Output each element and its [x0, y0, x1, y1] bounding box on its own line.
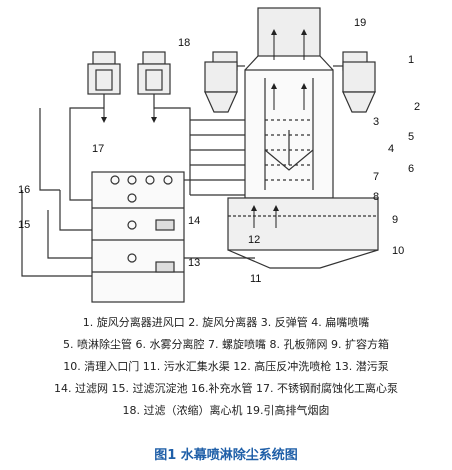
- sedimentation-tank: [91, 171, 185, 303]
- spray-tower: [244, 69, 334, 199]
- callout-16: 16: [18, 184, 30, 196]
- spray-pipes: [184, 112, 313, 196]
- legend-line: 14. 过滤网 15. 过滤沉淀池 16.补充水管 17. 不锈钢耐腐蚀化工离心…: [54, 382, 398, 395]
- callout-3: 3: [373, 116, 379, 128]
- callout-4: 4: [388, 143, 394, 155]
- callout-10: 10: [392, 245, 404, 257]
- figure-caption: 图1 水幕喷淋除尘系统图: [154, 448, 298, 463]
- callout-12: 12: [248, 234, 260, 246]
- callout-17: 17: [92, 143, 104, 155]
- callout-13: 13: [188, 257, 200, 269]
- legend-line: 18. 过滤（浓缩）离心机 19.引高排气烟囱: [122, 404, 330, 417]
- callout-labels: 1 2 3 4 5 6 7 8 9 10 11 12 13 14 15 16 1…: [18, 17, 420, 285]
- callout-6: 6: [408, 163, 414, 175]
- callout-5: 5: [408, 131, 414, 143]
- centrifuge-right: [137, 51, 171, 95]
- return-piping: [21, 94, 191, 277]
- callout-11: 11: [250, 273, 261, 285]
- callout-15: 15: [18, 219, 30, 231]
- callout-8: 8: [373, 191, 379, 203]
- cyclone-left: [204, 51, 245, 113]
- callout-19: 19: [354, 17, 366, 29]
- callout-9: 9: [392, 214, 398, 226]
- legend-line: 10. 清理入口门 11. 污水汇集水渠 12. 高压反冲洗喷枪 13. 潜污泵: [63, 360, 389, 373]
- centrifugal-pumps: [110, 175, 173, 263]
- callout-14: 14: [188, 215, 200, 227]
- callout-1: 1: [408, 54, 414, 66]
- centrifuge-left: [87, 51, 121, 95]
- callout-18: 18: [178, 37, 190, 49]
- legend-line: 5. 喷淋除尘管 6. 水雾分离腔 7. 螺旋喷嘴 8. 孔板筛网 9. 扩容方…: [63, 338, 389, 351]
- exhaust-chimney: [244, 7, 334, 71]
- filter-screen: [155, 219, 175, 231]
- callout-2: 2: [414, 101, 420, 113]
- expansion-box: [140, 197, 379, 269]
- legend: 1. 旋风分离器进风口 2. 旋风分离器 3. 反弹管 4. 扁嘴喷嘴 5. 喷…: [0, 312, 452, 422]
- sewage-pump: [155, 261, 175, 273]
- callout-7: 7: [373, 171, 379, 183]
- legend-line: 1. 旋风分离器进风口 2. 旋风分离器 3. 反弹管 4. 扁嘴喷嘴: [82, 316, 370, 329]
- flow-arrows: [101, 29, 307, 228]
- system-diagram: 1 2 3 4 5 6 7 8 9 10 11 12 13 14 15 16 1…: [18, 7, 420, 303]
- cyclone-right: [333, 51, 376, 113]
